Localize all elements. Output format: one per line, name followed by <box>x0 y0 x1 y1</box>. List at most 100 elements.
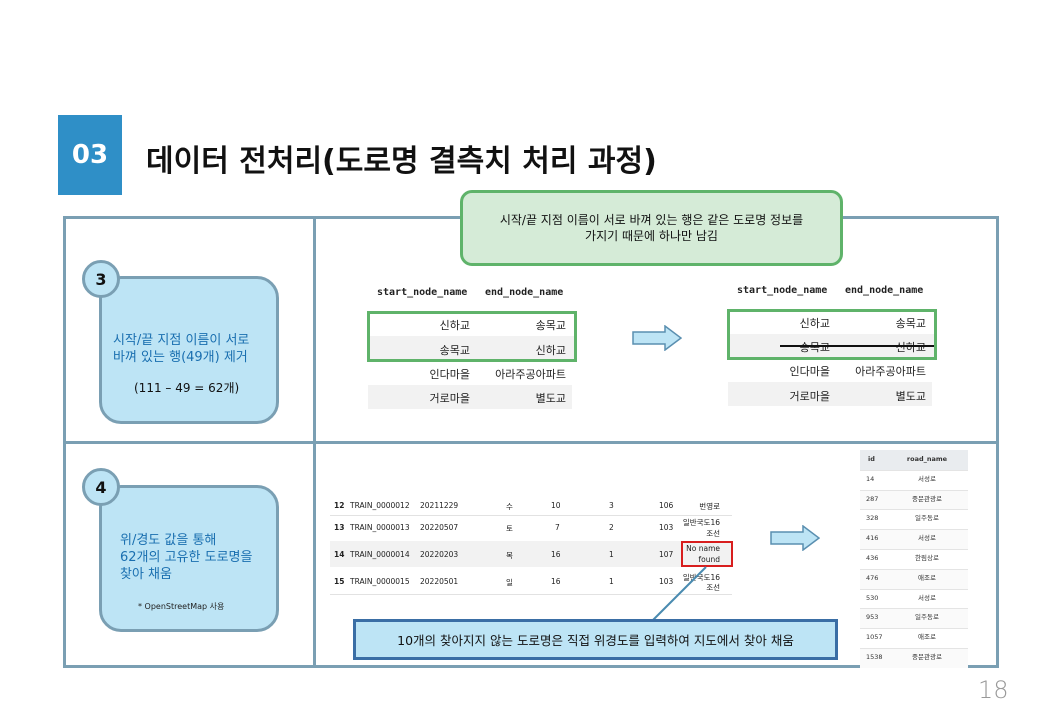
train-row-border <box>330 515 732 516</box>
step-4-badge: 4 <box>82 468 120 506</box>
train-day: 일 <box>506 578 513 587</box>
train-value-b: 2 <box>609 523 614 532</box>
before-cell: 별도교 <box>535 392 566 405</box>
step-4-note: * OpenStreetMap 사용 <box>138 602 225 611</box>
road-table-id-cell: 287 <box>866 494 879 503</box>
road-table-header-road: road_name <box>906 455 948 463</box>
before-cell: 신하교 <box>439 319 470 332</box>
train-road: 조선 <box>706 583 720 592</box>
after-header-start: start_node_name <box>737 285 828 296</box>
train-date: 20220501 <box>420 577 459 586</box>
train-value-b: 3 <box>609 501 614 510</box>
step-3-line-2: 바껴 있는 행(49개) 제거 <box>113 350 248 365</box>
train-road: 번영로 <box>699 502 720 511</box>
train-value-a: 16 <box>551 550 561 559</box>
train-value-c: 103 <box>659 523 674 532</box>
train-value-b: 1 <box>609 550 614 559</box>
after-cell-removed: 신하교 <box>895 341 926 354</box>
train-value-a: 10 <box>551 501 561 510</box>
road-table-id-cell: 1057 <box>866 633 883 642</box>
train-road-missing: found <box>698 555 721 564</box>
after-cell-removed: 송목교 <box>799 341 830 354</box>
before-row-stripe <box>368 336 576 360</box>
page-number: 18 <box>978 676 1009 704</box>
road-table-row-line <box>860 568 968 589</box>
after-cell: 신하교 <box>799 317 830 330</box>
train-value-c: 103 <box>659 577 674 586</box>
road-table-id-cell: 416 <box>866 534 879 543</box>
road-table-row-line <box>860 529 968 549</box>
bottom-callout: 10개의 찾아지지 않는 도로명은 직접 위경도를 입력하여 지도에서 찾아 채… <box>353 619 838 660</box>
road-table-row-line <box>860 648 968 668</box>
after-duplicate-highlight <box>727 309 937 360</box>
road-table-road-cell: 한림상로 <box>915 554 939 562</box>
road-table-id-cell: 14 <box>866 474 875 483</box>
train-value-c: 106 <box>659 501 674 510</box>
step-3-line-1: 시작/끝 지점 이름이 서로 <box>113 333 250 348</box>
train-index: 14 <box>334 550 345 559</box>
after-cell: 송목교 <box>895 317 926 330</box>
before-header-end: end_node_name <box>485 287 564 298</box>
road-table-road-cell: 중문관광로 <box>912 494 942 503</box>
train-road: 일반국도16 <box>682 573 720 582</box>
train-index: 13 <box>334 523 345 532</box>
train-value-c: 107 <box>659 550 674 559</box>
road-table-row-line <box>860 588 968 609</box>
train-road: 일반국도16 <box>682 518 720 527</box>
step-3-card <box>99 276 279 424</box>
road-table-road-cell: 일주동로 <box>915 514 939 523</box>
before-header-start: start_node_name <box>377 287 468 298</box>
road-table-header-id: id <box>868 455 875 463</box>
road-table-road-cell: 서성로 <box>918 593 936 602</box>
train-date: 20220507 <box>420 523 459 532</box>
road-table-id-cell: 436 <box>866 554 879 562</box>
train-index: 15 <box>334 577 345 586</box>
road-table-row-line <box>860 549 968 569</box>
frame-divider-horizontal <box>63 441 999 444</box>
train-value-a: 16 <box>551 577 561 586</box>
train-day: 목 <box>506 551 513 560</box>
road-table-road-cell: 서성로 <box>918 534 936 543</box>
train-id: TRAIN_0000014 <box>350 550 410 559</box>
arrow-right-icon <box>770 525 820 551</box>
train-id: TRAIN_0000012 <box>350 501 410 510</box>
step-3-badge: 3 <box>82 260 120 298</box>
train-day: 수 <box>506 502 513 511</box>
train-date: 20211229 <box>420 501 459 510</box>
step-4-line-2: 62개의 고유한 도로명을 <box>120 550 253 565</box>
step-3-calculation: (111 – 49 = 62개) <box>134 381 240 395</box>
missing-road-highlight <box>681 541 733 567</box>
before-cell: 인다마을 <box>429 368 470 381</box>
before-cell: 아라주공아파트 <box>495 368 566 381</box>
after-cell: 아라주공아파트 <box>855 365 926 378</box>
page-title: 데이터 전처리(도로명 결측치 처리 과정) <box>146 144 657 179</box>
before-cell: 송목교 <box>439 344 470 357</box>
road-table-row-line <box>860 608 968 629</box>
train-day: 토 <box>506 524 513 533</box>
step-4-card <box>99 485 279 632</box>
train-row-border <box>330 594 732 595</box>
road-table-road-cell: 일주동로 <box>915 613 939 622</box>
train-value-b: 1 <box>609 577 614 586</box>
train-id: TRAIN_0000015 <box>350 577 410 586</box>
road-name-table <box>860 450 968 668</box>
road-table-row-line <box>860 469 968 490</box>
train-road-missing: No name <box>686 544 720 553</box>
road-table-row-line <box>860 628 968 648</box>
after-cell: 인다마을 <box>789 365 830 378</box>
train-value-a: 7 <box>555 523 560 532</box>
road-table-id-cell: 328 <box>866 514 879 523</box>
step-4-line-1: 위/경도 값을 통해 <box>120 533 217 548</box>
road-table-id-cell: 1538 <box>866 653 883 661</box>
before-duplicate-highlight <box>367 311 577 362</box>
before-cell: 신하교 <box>535 344 566 357</box>
road-table-row-line <box>860 509 968 529</box>
train-index: 12 <box>334 501 345 510</box>
road-table-header-bg <box>860 450 968 470</box>
road-table-id-cell: 953 <box>866 613 879 622</box>
after-row-stripe <box>728 382 932 406</box>
before-cell: 송목교 <box>535 319 566 332</box>
road-table-row-line <box>860 489 968 510</box>
callout-remove-duplicates: 시작/끝 지점 이름이 서로 바껴 있는 행은 같은 도로명 정보를 가지기 때… <box>460 190 843 266</box>
road-table-road-cell: 서성로 <box>918 474 936 483</box>
